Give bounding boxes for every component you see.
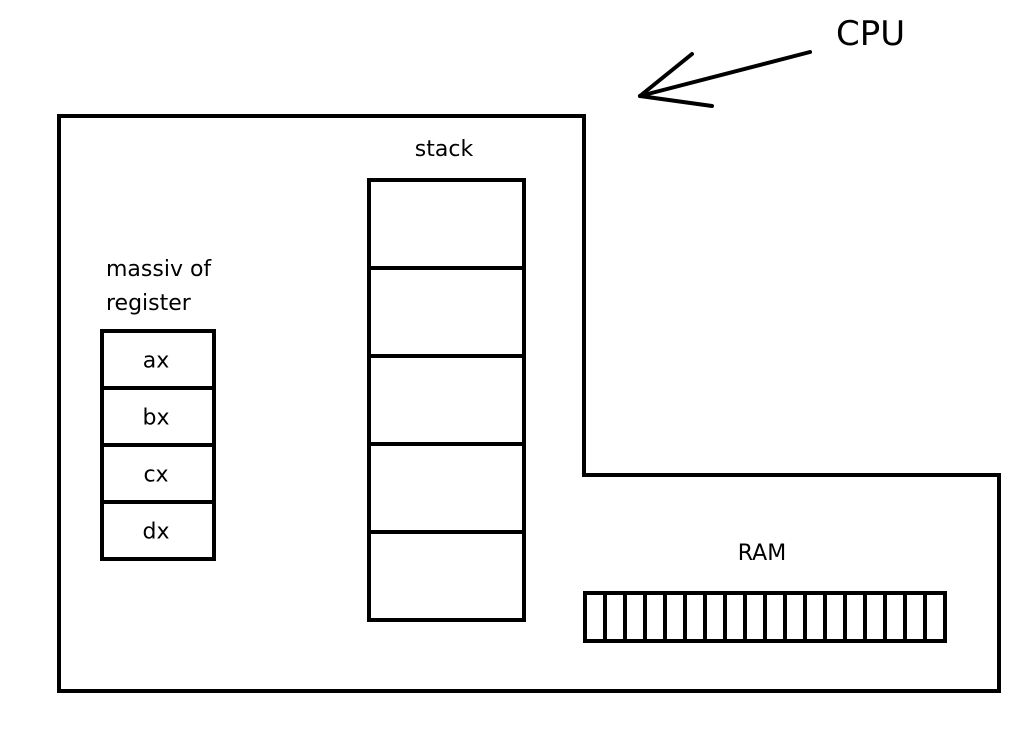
ram-label: RAM	[738, 541, 786, 566]
cpu-outline	[57, 114, 1001, 693]
arrow-icon	[638, 50, 812, 108]
register-cx: cx	[143, 463, 168, 488]
ram	[583, 591, 947, 643]
registers-label-line2: register	[106, 291, 192, 316]
cpu-label: CPU	[836, 14, 905, 54]
registers-label-line1: massiv of	[106, 257, 212, 282]
stack-label: stack	[415, 137, 474, 162]
register-bx: bx	[143, 406, 170, 431]
stack	[367, 178, 526, 622]
register-dx: dx	[143, 520, 170, 545]
register-array: ax bx cx dx	[100, 329, 216, 561]
register-ax: ax	[143, 349, 170, 374]
